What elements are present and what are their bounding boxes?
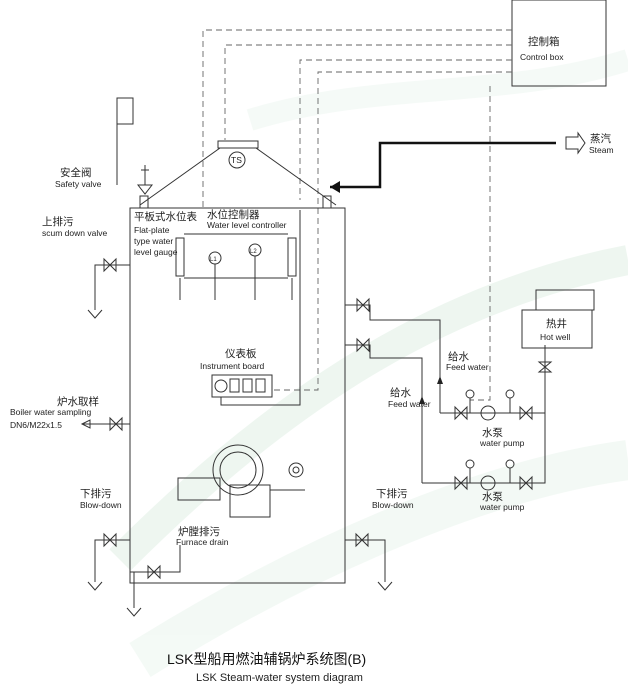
title-cn: LSK型船用燃油辅锅炉系统图(B)	[167, 651, 366, 667]
blowdown-right-label-en: Blow-down	[372, 500, 414, 510]
l2-label: L2	[250, 249, 257, 255]
hotwell-label-cn: 热井	[546, 317, 567, 330]
instrument-label-cn: 仪表板	[225, 347, 257, 360]
plate-gauge-label-cn: 平板式水位表	[134, 210, 197, 223]
sampling-valve: 炉水取样 Boiler water sampling DN6/M22x1.5	[10, 395, 130, 432]
feed-label-en-lower: Feed water	[388, 399, 431, 409]
control-box: 控制箱 Control box	[511, 0, 607, 87]
scum-label-en: scum down valve	[42, 228, 107, 238]
pump-upper-label-en: water pump	[479, 438, 525, 448]
pump-upper-label-cn: 水泵	[482, 427, 503, 439]
control-box-label-en: Control box	[520, 52, 564, 62]
title-en: LSK Steam-water system diagram	[196, 672, 363, 684]
sampling-label-cn: 炉水取样	[57, 395, 99, 408]
safety-valve-label-cn: 安全阀	[60, 166, 92, 179]
blowdown-left: 下排污 Blow-down	[80, 487, 130, 591]
safety-valve-label-en: Safety valve	[55, 179, 102, 189]
scum-down-valve: 上排污 scum down valve	[42, 215, 130, 319]
blowdown-right-label-cn: 下排污	[376, 487, 408, 500]
level-ctrl-label-cn: 水位控制器	[207, 208, 260, 221]
ts-label: TS	[231, 155, 242, 165]
furnace-drain-label-cn: 炉膛排污	[178, 525, 220, 538]
plate-gauge-label-en1: Flat-plate	[134, 225, 170, 235]
blowdown-left-label-en: Blow-down	[80, 500, 122, 510]
blowdown-left-label-cn: 下排污	[80, 487, 112, 500]
plate-gauge-label-en2: type water	[134, 236, 173, 246]
blowdown-right: 下排污 Blow-down	[345, 487, 414, 591]
feed-label-cn-upper: 给水	[448, 350, 469, 363]
feed-label-en-upper: Feed water	[446, 362, 489, 372]
hot-well: 热井 Hot well	[521, 289, 595, 373]
diagram-title: LSK型船用燃油辅锅炉系统图(B) LSK Steam-water system…	[167, 651, 366, 684]
water-level-assembly: L1 L2 平板式水位表 Flat-plate type water level…	[134, 208, 297, 300]
instrument-board: 仪表板 Instrument board	[200, 210, 301, 406]
l1-label: L1	[210, 257, 217, 263]
sampling-label-en1: Boiler water sampling	[10, 407, 92, 417]
feed-water-piping: 给水 Feed water 给水 Feed water 水泵 water pum…	[345, 297, 546, 512]
background-swoosh	[109, 49, 628, 677]
scum-label-cn: 上排污	[42, 215, 74, 228]
feed-label-cn-lower: 给水	[390, 386, 411, 399]
safety-valve: 安全阀 Safety valve	[55, 97, 154, 195]
steam-line: 蒸汽 Steam	[330, 131, 614, 193]
control-box-label-cn: 控制箱	[528, 35, 560, 48]
instrument-label-en: Instrument board	[200, 361, 265, 371]
steam-label-cn: 蒸汽	[590, 132, 611, 145]
burner	[177, 444, 305, 518]
control-wires	[202, 29, 512, 401]
furnace-drain: 炉膛排污 Furnace drain	[126, 525, 229, 617]
boiler-body: TS	[129, 140, 346, 584]
pump-lower-label-en: water pump	[479, 502, 525, 512]
hotwell-label-en: Hot well	[540, 332, 570, 342]
level-ctrl-label-en: Water level controller	[207, 220, 287, 230]
sampling-label-en2: DN6/M22x1.5	[10, 420, 62, 430]
plate-gauge-label-en3: level gauge	[134, 247, 178, 257]
steam-label-en: Steam	[589, 145, 614, 155]
furnace-drain-label-en: Furnace drain	[176, 537, 229, 547]
pump-lower-label-cn: 水泵	[482, 491, 503, 503]
